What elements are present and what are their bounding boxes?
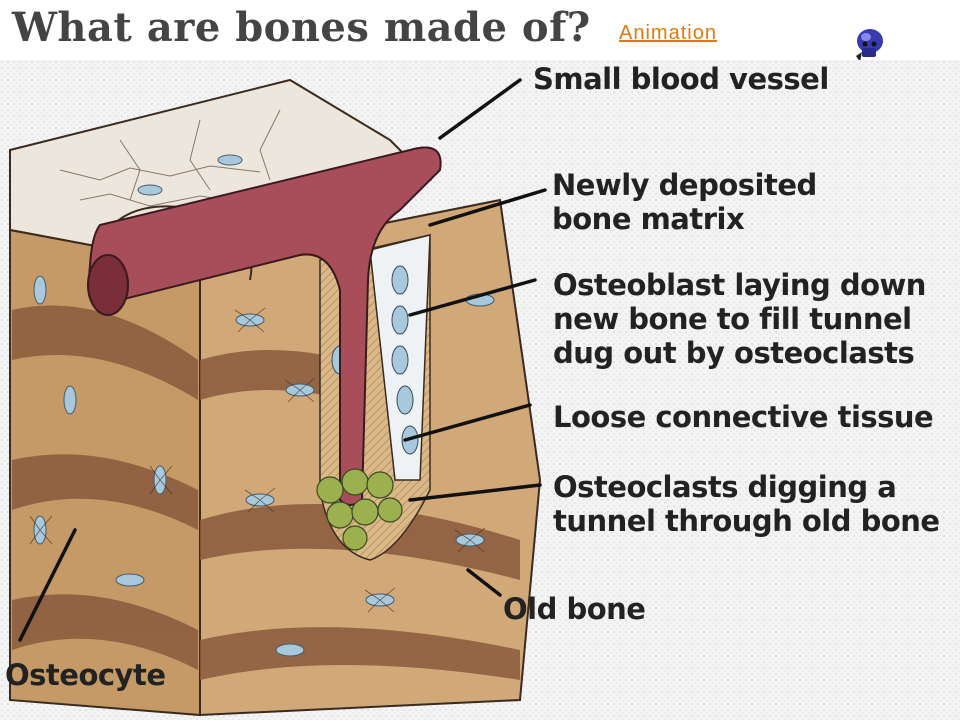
label-old-bone: Old bone <box>503 592 646 626</box>
osteocyte-cell <box>33 275 47 305</box>
osteoclast-cell <box>366 471 394 499</box>
leader-line-vessel <box>438 78 522 140</box>
osteocyte-cell <box>63 385 77 415</box>
osteoblast-cell <box>391 305 409 335</box>
label-small-blood-vessel: Small blood vessel <box>533 62 829 96</box>
label-loose-connective: Loose connective tissue <box>553 400 934 434</box>
label-newly-deposited: Newly deposited bone matrix <box>552 168 817 236</box>
slide-title: What are bones made of? <box>12 4 591 51</box>
osteocyte-cell <box>115 573 145 587</box>
label-osteoclasts: Osteoclasts digging a tunnel through old… <box>553 470 940 538</box>
label-osteoblast: Osteoblast laying down new bone to fill … <box>553 268 926 370</box>
blood-vessel <box>88 146 442 506</box>
osteoblast-cell <box>396 385 414 415</box>
label-osteocyte: Osteocyte <box>5 658 166 692</box>
osteoclast-cell <box>342 525 368 551</box>
leader-line-osteoblast <box>408 278 537 317</box>
leader-line-old-bone <box>466 568 502 597</box>
osteocyte-cell <box>137 184 163 196</box>
leader-line-connective <box>403 403 532 442</box>
osteoclast-cell <box>316 476 344 504</box>
osteoblast-cell <box>391 265 409 295</box>
osteocyte-cell <box>217 154 243 166</box>
animation-link[interactable]: Animation <box>619 22 717 44</box>
osteoclast-cell <box>341 468 369 496</box>
leader-line-osteoclast <box>408 483 542 502</box>
leader-line-osteocyte <box>18 528 77 642</box>
osteoclast-cell <box>351 498 379 526</box>
bone-diagram <box>0 60 960 720</box>
osteoclast-cell <box>377 497 403 523</box>
leader-line-matrix <box>428 188 547 227</box>
osteoblast-cell <box>391 345 409 375</box>
skull-icon[interactable] <box>850 26 886 64</box>
osteocyte-cell <box>275 643 305 657</box>
blood-vessel-opening <box>87 254 129 316</box>
osteoclast-cell <box>326 501 354 529</box>
